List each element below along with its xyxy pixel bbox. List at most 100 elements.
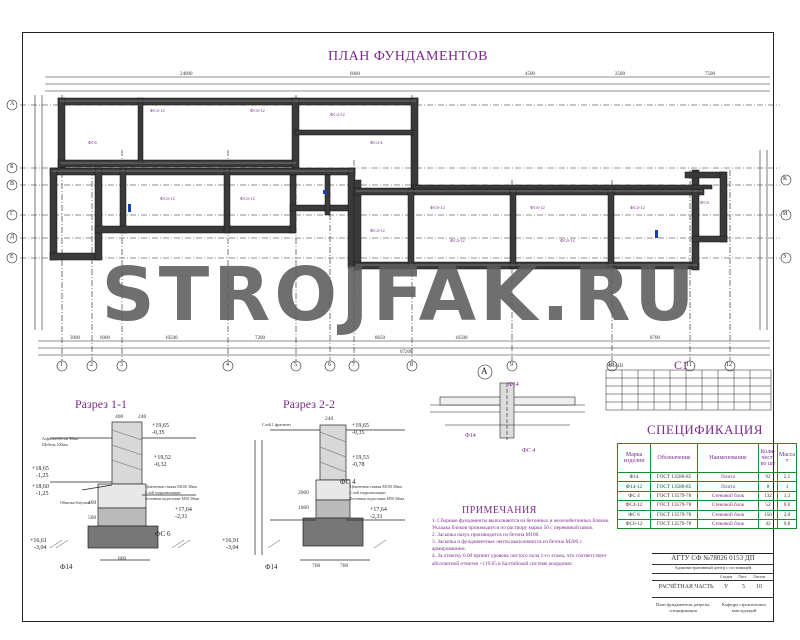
sheet-frame (22, 32, 774, 622)
razrez-1-note: Асфальтобетон 30мм (42, 436, 79, 441)
spec-mark: Ф14 (617, 471, 651, 483)
axis-letter-g: Г (10, 211, 14, 217)
top-dim-4: 2500 (615, 72, 625, 77)
spec-name: Плита (697, 481, 759, 492)
spec-mass: 1,3 (776, 490, 798, 502)
spec-qty: 8 (758, 481, 778, 492)
razrez-1-elev: +16,61 (30, 538, 47, 544)
section-a-mark: Ф14 (465, 433, 476, 439)
stamp-sheets: 10 (756, 584, 762, 590)
stamp-labels-row: Стадия Лист Листов (652, 573, 774, 580)
razrez-1-dim: 400 (88, 500, 97, 506)
plan-mark: ФС6 (700, 200, 709, 205)
note-item: 2. Засыпка пазух производится из бетона … (432, 532, 540, 539)
spec-mark: Ф14-12 (617, 481, 651, 492)
spec-designation: ГОСТ 13579-78 (650, 500, 698, 511)
note-item: 4. За отметку 0.00 принят уровень чистог… (432, 553, 607, 567)
spec-designation: ГОСТ 13580-85 (650, 471, 698, 483)
razrez-1-elev: -1,25 (36, 491, 49, 497)
razrez-1-elev: -2,31 (175, 514, 188, 520)
spec-title: СПЕЦИФИКАЦИЯ (647, 422, 763, 437)
spec-qty: 92 (758, 471, 778, 483)
axis-letter-a: A (10, 101, 15, 107)
razrez-1-elev: +18,60 (32, 484, 49, 490)
spec-mark: ФС 4 (617, 490, 651, 502)
plan-mark: ФС4-12 (450, 238, 465, 243)
plan-mark: ФС4-12 (330, 112, 345, 117)
razrez-2-dim: 2000 (298, 490, 309, 496)
stamp-sheet-label: Лист (738, 574, 747, 579)
axis-letter-b: Б (10, 164, 14, 170)
spec-header: Обозначение (650, 443, 698, 473)
razrez-2-elev: -0,35 (352, 430, 365, 436)
spec-name: Стеновой блок (697, 518, 759, 530)
stamp-content-row: План фундаментов, разрезы, спецификация … (652, 597, 774, 622)
razrez-2-elev: -0,78 (352, 462, 365, 468)
c1-mesh-label: Ф5АIII (608, 364, 624, 369)
spec-mark: ФС4-12 (617, 500, 651, 511)
section-a-mark: Ф14 (508, 382, 519, 388)
bottom-dim-3: 10500 (165, 336, 178, 341)
plan-mark: ФС4-12 (150, 108, 165, 113)
axis-6: 6 (328, 362, 331, 368)
plan-mark: ФС4-12 (240, 196, 255, 201)
stamp-stage-label: Стадия (720, 574, 733, 579)
top-dim-3: 4500 (525, 72, 535, 77)
razrez-1-mark-f: Ф14 (60, 563, 73, 571)
razrez-2-note: Слой 1 фрагмент (262, 422, 291, 427)
spec-header: Марка изделия (617, 443, 651, 473)
razrez-2-elev: -2,31 (370, 514, 383, 520)
razrez-2-note: Слой гидроизоляции (350, 490, 386, 495)
spec-name: Стеновой блок (697, 500, 759, 511)
spec-mass: 2,1 (776, 471, 798, 483)
spec-mass: 0,6 (776, 500, 798, 511)
spec-designation: ГОСТ 13579-78 (650, 490, 698, 502)
stamp-section: РАСЧЁТНАЯ ЧАСТЬ (658, 584, 714, 590)
spec-mark: ФС 6 (617, 509, 651, 520)
top-dim-2: 6000 (350, 72, 360, 77)
spec-name: Стеновой блок (697, 490, 759, 502)
razrez-1-note: Бетонная подготовка М50 50мм (145, 496, 200, 501)
plan-mark: ФС6-12 (430, 205, 445, 210)
spec-mass: 2,0 (776, 509, 798, 520)
spec-designation: ГОСТ 13580-85 (650, 481, 698, 492)
razrez-1-dim: 240 (138, 414, 147, 420)
razrez-2-dim: 700 (340, 563, 349, 569)
razrez-1-elev: -1,25 (36, 473, 49, 479)
stamp-sheet: 5 (742, 584, 745, 590)
plan-mark: ФС6-12 (530, 205, 545, 210)
axis-letter-k: К (783, 176, 788, 182)
razrez-1-mark-fc: ФС 6 (155, 530, 171, 538)
razrez-1-dim: 400 (115, 414, 124, 420)
note-item: 1. Сборные фундаменты выполняются из бет… (432, 518, 610, 532)
axis-12: 12 (726, 362, 732, 368)
spec-qty: 42 (758, 518, 778, 530)
spec-qty: 132 (758, 490, 778, 502)
plan-mark: ФС4-12 (160, 196, 175, 201)
stamp-content: План фундаментов, разрезы, спецификация (655, 602, 711, 613)
axis-letter-d: Д (10, 234, 15, 240)
stamp-stage: У (724, 584, 729, 590)
razrez-2-dim: 700 (312, 563, 321, 569)
axis-letter-z: З (783, 254, 787, 260)
axis-1: 1 (60, 362, 63, 368)
axis-2: 2 (90, 362, 93, 368)
razrez-2-elev: +19,65 (352, 423, 369, 429)
plan-title: ПЛАН ФУНДАМЕНТОВ (328, 49, 488, 64)
razrez-1-elev: +19,65 (152, 423, 169, 429)
axis-letter-i: И (783, 211, 788, 217)
razrez-2-elev: +16,91 (222, 538, 239, 544)
axis-letter-v: В (10, 181, 15, 187)
axis-5: 5 (294, 362, 297, 368)
section-a-mark: ФС 4 (522, 448, 536, 454)
razrez-2-dim: 240 (325, 416, 334, 422)
bottom-dim-6: 16500 (455, 336, 468, 341)
razrez-2-elev: +19,53 (352, 455, 369, 461)
bottom-dim-5: 8650 (375, 336, 385, 341)
axis-9: 9 (510, 362, 513, 368)
stamp-section-row: РАСЧЁТНАЯ ЧАСТЬ У 5 10 (652, 580, 774, 597)
